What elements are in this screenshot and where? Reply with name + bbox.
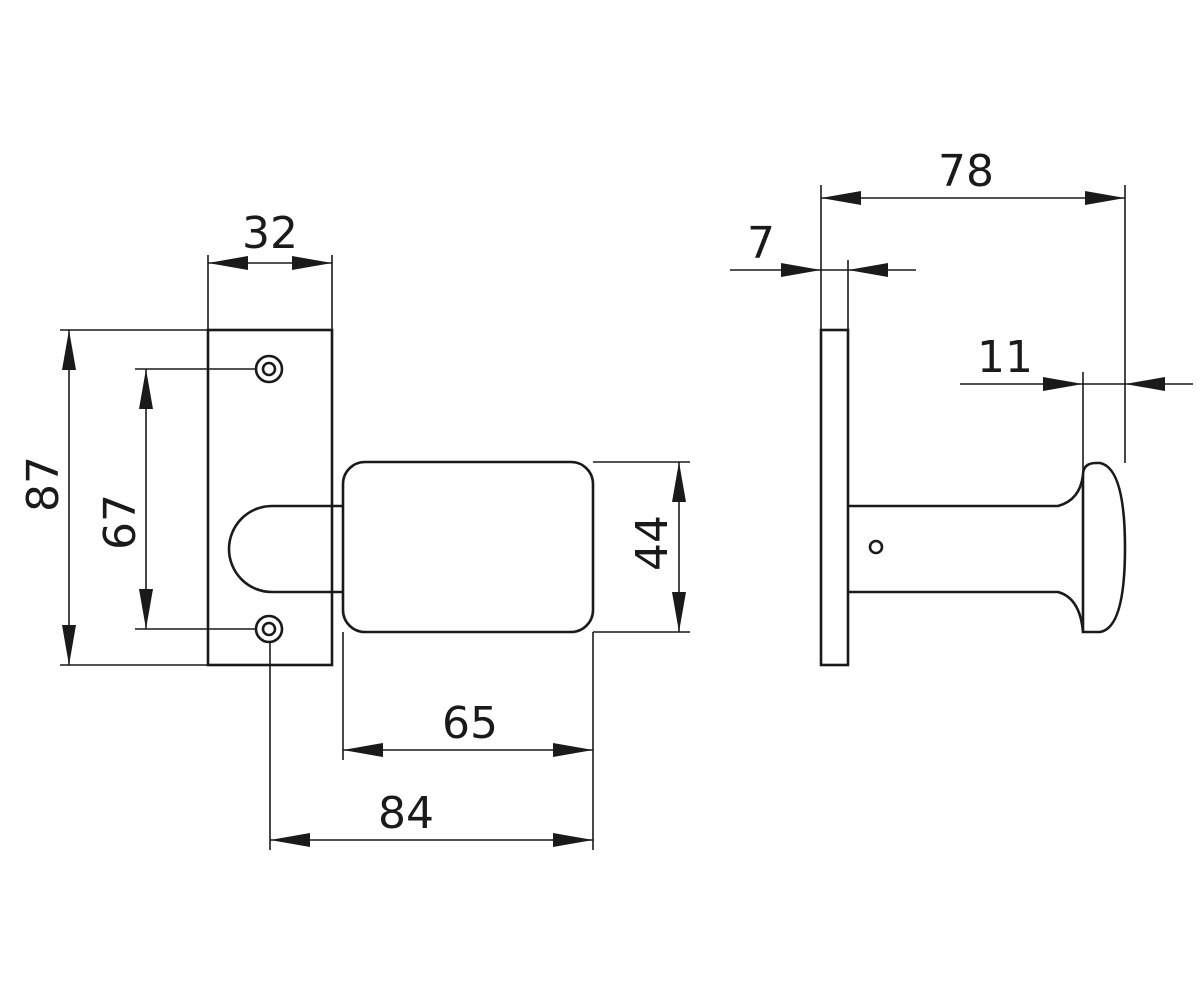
knob-body: [341, 460, 595, 634]
dimension-44: 44: [593, 461, 690, 633]
dimension-label-78: 78: [938, 146, 994, 197]
dimension-label-87: 87: [18, 456, 69, 512]
dimension-label-84: 84: [378, 788, 434, 839]
side-shaft: [848, 474, 1085, 633]
front-view: [206, 328, 595, 667]
dimension-78: 78: [820, 146, 1126, 463]
dimension-7: 7: [730, 218, 916, 330]
dimension-84: 84: [269, 642, 593, 850]
upper-screw-hole: [254, 354, 284, 384]
side-plate: [819, 328, 850, 667]
knob-shank: [227, 504, 343, 594]
dimension-label-32: 32: [242, 208, 298, 259]
dimension-67: 67: [95, 368, 256, 630]
dimension-label-7: 7: [747, 218, 775, 269]
dimension-11: 11: [960, 332, 1193, 475]
dimension-label-65: 65: [442, 698, 498, 749]
dimension-65: 65: [342, 632, 594, 850]
side-pin-hole: [868, 539, 884, 555]
dimension-label-11: 11: [977, 332, 1033, 383]
lower-screw-hole: [254, 614, 284, 644]
side-knob-head: [1081, 461, 1127, 634]
side-view: [819, 328, 1127, 667]
dimension-87: 87: [18, 329, 208, 666]
dimension-label-67: 67: [95, 494, 146, 550]
dimension-32: 32: [207, 208, 333, 330]
dimension-label-44: 44: [627, 515, 678, 571]
